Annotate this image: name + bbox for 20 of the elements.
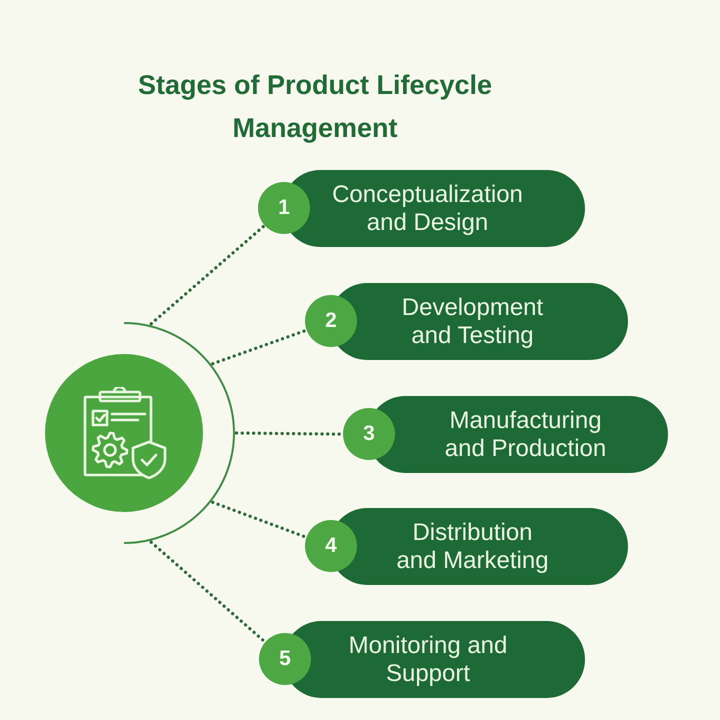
step-number: 3 <box>343 408 395 460</box>
stage-label: Conceptualization and Design <box>331 180 524 236</box>
stage-pill <box>258 170 585 247</box>
icon-circle <box>45 322 235 544</box>
stage-label: Monitoring and Support <box>348 632 508 688</box>
stage-label: Distribution and Marketing <box>395 518 550 574</box>
stage-pill <box>305 283 628 360</box>
dotted-connector <box>150 540 268 644</box>
step-number: 5 <box>259 633 311 685</box>
stage-pill <box>259 621 585 698</box>
dotted-connector <box>211 328 308 366</box>
title: Stages of Product Lifecycle Management <box>136 69 494 145</box>
dotted-connector <box>150 224 266 326</box>
stage-label: Manufacturing and Production <box>444 406 608 462</box>
step-number: 1 <box>258 182 310 234</box>
stage-pill <box>305 508 628 585</box>
stage-pill <box>343 396 668 473</box>
step-number: 4 <box>305 520 357 572</box>
step-number: 2 <box>305 295 357 347</box>
stage-label: Development and Testing <box>400 294 544 350</box>
